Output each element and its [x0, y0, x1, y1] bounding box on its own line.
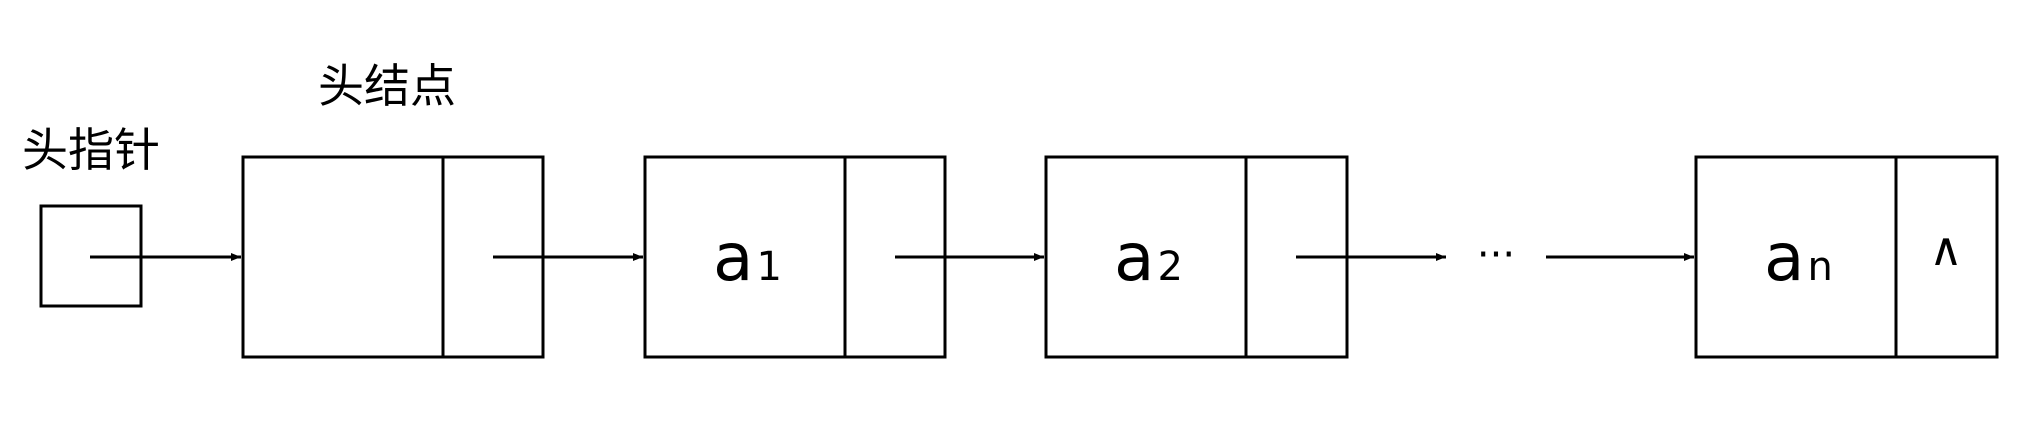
- node-a2-sub: 2: [1157, 244, 1182, 290]
- node-a2-var: a: [1114, 219, 1154, 296]
- node-an-var: a: [1764, 219, 1804, 296]
- node-a1-sub: 1: [756, 244, 781, 290]
- ellipsis: ···: [1477, 232, 1515, 278]
- node-an-label: an: [1764, 219, 1833, 296]
- node-an-sub: n: [1807, 244, 1832, 290]
- node-an-box: [1694, 155, 1999, 359]
- node-an: an ∧: [1694, 155, 1999, 359]
- node-a1-label: a1: [713, 219, 782, 296]
- node-a1-var: a: [713, 219, 753, 296]
- null-pointer-symbol: ∧: [1929, 222, 1963, 276]
- head-pointer-label: 头指针: [22, 123, 160, 177]
- node-a2-label: a2: [1114, 219, 1183, 296]
- head-node-label: 头结点: [318, 59, 456, 113]
